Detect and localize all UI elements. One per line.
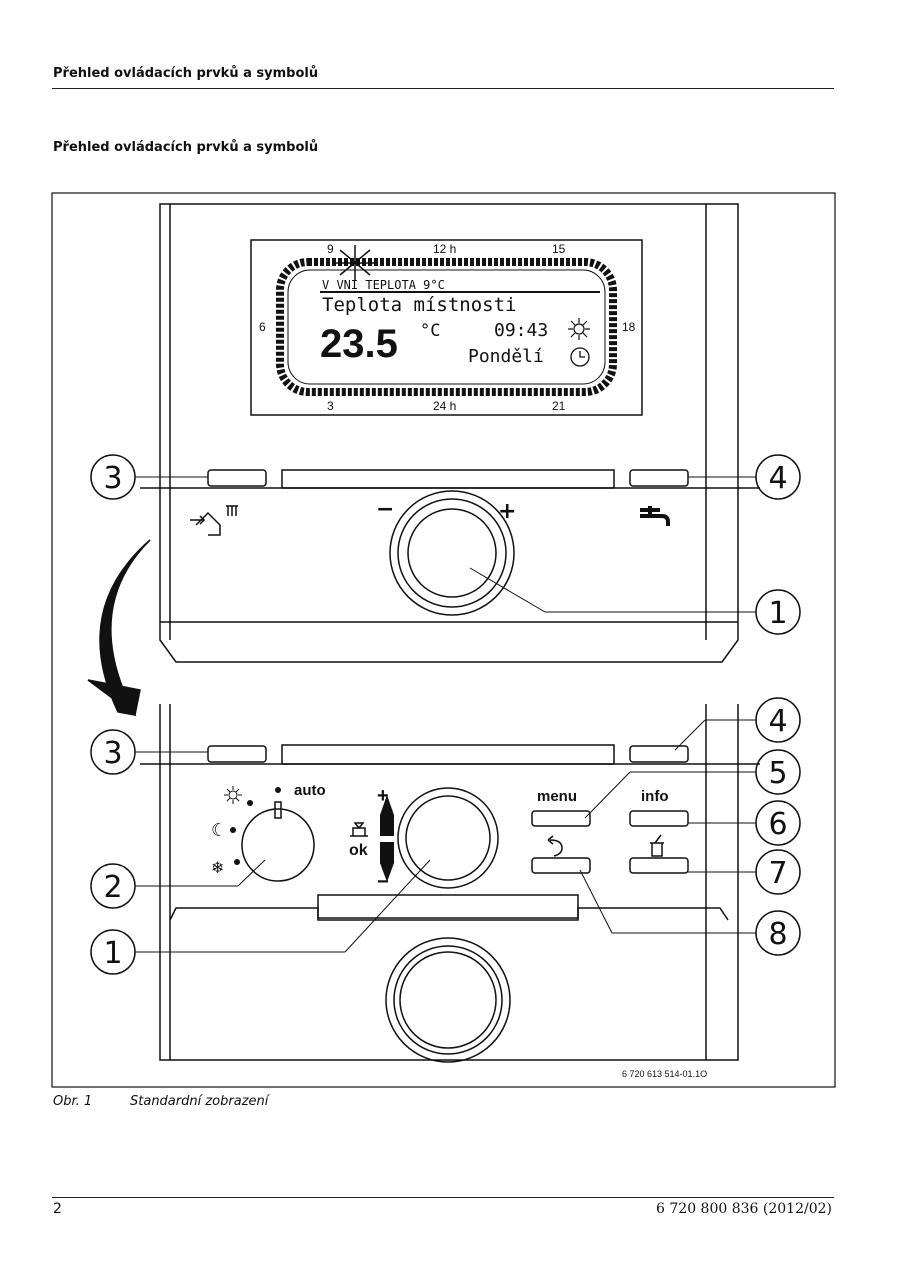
svg-text:8: 8 xyxy=(768,917,787,952)
device-lower xyxy=(140,704,760,1063)
menu-label: menu xyxy=(537,788,577,805)
heating-house-icon xyxy=(190,505,238,536)
callout-2: 2 xyxy=(90,863,136,909)
manual-dhw-button[interactable] xyxy=(629,857,689,874)
hot-water-cup-icon xyxy=(650,834,664,857)
lcd-display xyxy=(250,239,643,416)
confirm-icon xyxy=(350,822,368,837)
auto-label: auto xyxy=(294,782,326,799)
info-button[interactable] xyxy=(629,810,689,827)
lcd-unit: °C xyxy=(420,321,440,341)
back-arrow-icon xyxy=(547,835,563,857)
svg-text:1: 1 xyxy=(768,596,787,631)
callout-3-lower: 3 xyxy=(90,729,136,775)
button-4-lower[interactable] xyxy=(629,745,689,763)
open-flap-arrow-icon xyxy=(99,539,151,717)
button-3-lower[interactable] xyxy=(207,745,267,763)
svg-text:5: 5 xyxy=(768,756,787,791)
running-header: Přehled ovládacích prvků a symbolů xyxy=(53,66,319,81)
callout-4-lower: 4 xyxy=(755,697,801,743)
svg-text:1: 1 xyxy=(103,936,122,971)
dial-label-15: 15 xyxy=(552,242,566,256)
svg-text:2: 2 xyxy=(103,870,122,905)
plus-label-lower: + xyxy=(377,785,389,807)
rotary-knob-upper[interactable] xyxy=(407,508,497,598)
frost-mode-icon: ❄ xyxy=(211,858,224,877)
dial-label-21: 21 xyxy=(552,399,566,413)
document-number: 6 720 800 836 (2012/02) xyxy=(656,1201,832,1217)
day-mode-icon xyxy=(224,786,242,804)
callout-1-lower: 1 xyxy=(90,929,136,975)
callout-5: 5 xyxy=(755,749,801,795)
svg-text:7: 7 xyxy=(768,856,787,891)
callout-1-upper: 1 xyxy=(755,589,801,635)
figure-frame xyxy=(51,192,836,1088)
device-upper xyxy=(140,203,760,663)
dial-label-12: 12 h xyxy=(433,242,456,256)
clock-icon xyxy=(570,347,590,367)
lcd-label: Teplota místnosti xyxy=(322,294,516,316)
footer-rule xyxy=(52,1197,834,1198)
dial-label-18: 18 xyxy=(622,320,636,334)
plus-label-upper: + xyxy=(498,499,516,524)
lcd-time: 09:43 xyxy=(494,320,548,341)
lcd-temperature: 23.5 xyxy=(320,322,398,366)
minus-label-lower: − xyxy=(377,871,389,893)
dial-label-6: 6 xyxy=(259,320,266,334)
lcd-banner: V VNI TEPLOTA 9°C xyxy=(322,278,445,292)
svg-text:4: 4 xyxy=(768,704,787,739)
ok-label: ok xyxy=(349,842,368,859)
callout-7: 7 xyxy=(755,849,801,895)
callout-6: 6 xyxy=(755,800,801,846)
page-number: 2 xyxy=(53,1201,62,1217)
header-rule xyxy=(52,88,834,89)
dial-label-24: 24 h xyxy=(433,399,456,413)
caption-text: Standardní zobrazení xyxy=(130,1094,269,1109)
button-4-upper[interactable] xyxy=(629,469,689,487)
sun-icon xyxy=(568,318,590,340)
mode-selector-knob[interactable] xyxy=(241,808,315,882)
caption-number: Obr. 1 xyxy=(53,1094,93,1109)
callout-8: 8 xyxy=(755,910,801,956)
svg-text:6: 6 xyxy=(768,807,787,842)
figure-code: 6 720 613 514-01.1O xyxy=(622,1069,707,1079)
menu-button[interactable] xyxy=(531,810,591,827)
blinking-sun-icon xyxy=(335,245,375,280)
section-heading: Přehled ovládacích prvků a symbolů xyxy=(53,140,319,155)
svg-text:3: 3 xyxy=(103,736,122,771)
callout-3-upper: 3 xyxy=(90,454,136,500)
back-button[interactable] xyxy=(531,857,591,874)
hot-water-tap-icon xyxy=(640,506,670,526)
dial-label-9: 9 xyxy=(327,242,334,256)
svg-text:3: 3 xyxy=(103,461,122,496)
button-3-upper[interactable] xyxy=(207,469,267,487)
night-mode-icon: ☾ xyxy=(211,820,227,841)
minus-label-upper: − xyxy=(376,497,394,522)
arrow-head-icon xyxy=(87,679,141,717)
leader-lines xyxy=(135,476,756,953)
figure-caption: Obr. 1 Standardní zobrazení xyxy=(53,1094,268,1109)
callout-4-upper: 4 xyxy=(755,454,801,500)
dial-label-3: 3 xyxy=(327,399,334,413)
info-label: info xyxy=(641,788,669,805)
lcd-day: Pondělí xyxy=(468,346,544,367)
rotary-knob-lower[interactable] xyxy=(405,795,491,881)
svg-text:4: 4 xyxy=(768,461,787,496)
